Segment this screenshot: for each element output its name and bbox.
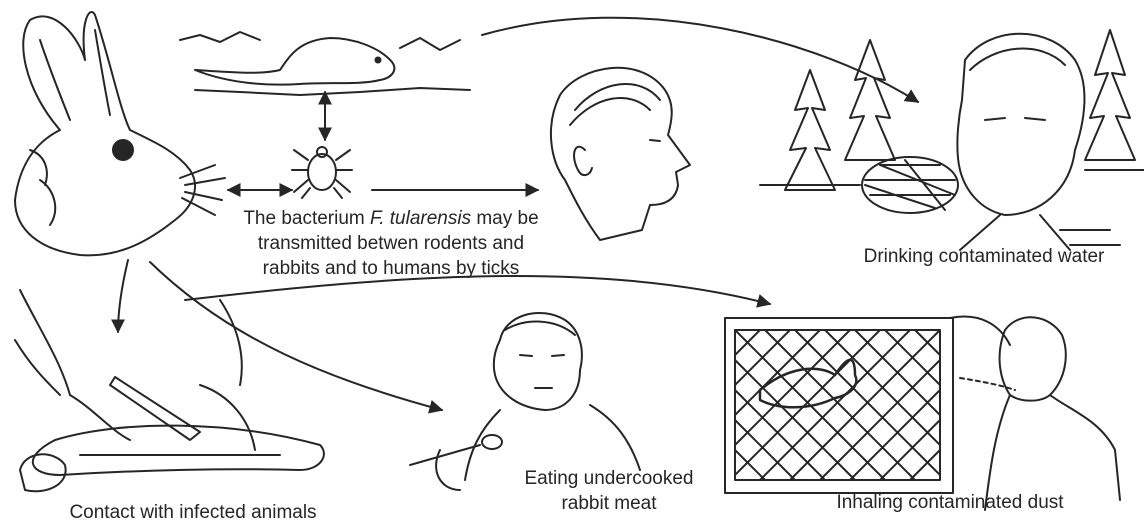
caption-text: may be [471,208,539,229]
contact-caption: Contact with infected animals [48,500,338,525]
tick-illustration [292,147,352,198]
eating-caption: Eating undercooked rabbit meat [495,466,723,516]
caption-text: rabbit meat [495,491,723,516]
drinking-man-illustration [760,30,1144,250]
water-caption: Drinking contaminated water [826,244,1142,269]
caption-text: transmitted betwen rodents and [185,231,597,256]
skinning-illustration [15,290,324,491]
organism-name: F. tularensis [370,208,471,229]
tick-transmission-caption: The bacterium F. tularensis may be trans… [185,206,597,281]
caption-text: Eating undercooked [495,466,723,491]
caption-text: The bacterium [243,208,370,229]
caption-text: rabbits and to humans by ticks [185,256,597,281]
cage-illustration [725,317,1120,510]
rodent-illustration [180,32,470,95]
eating-man-illustration [410,313,640,490]
dust-caption: Inhaling contaminated dust [800,490,1100,515]
